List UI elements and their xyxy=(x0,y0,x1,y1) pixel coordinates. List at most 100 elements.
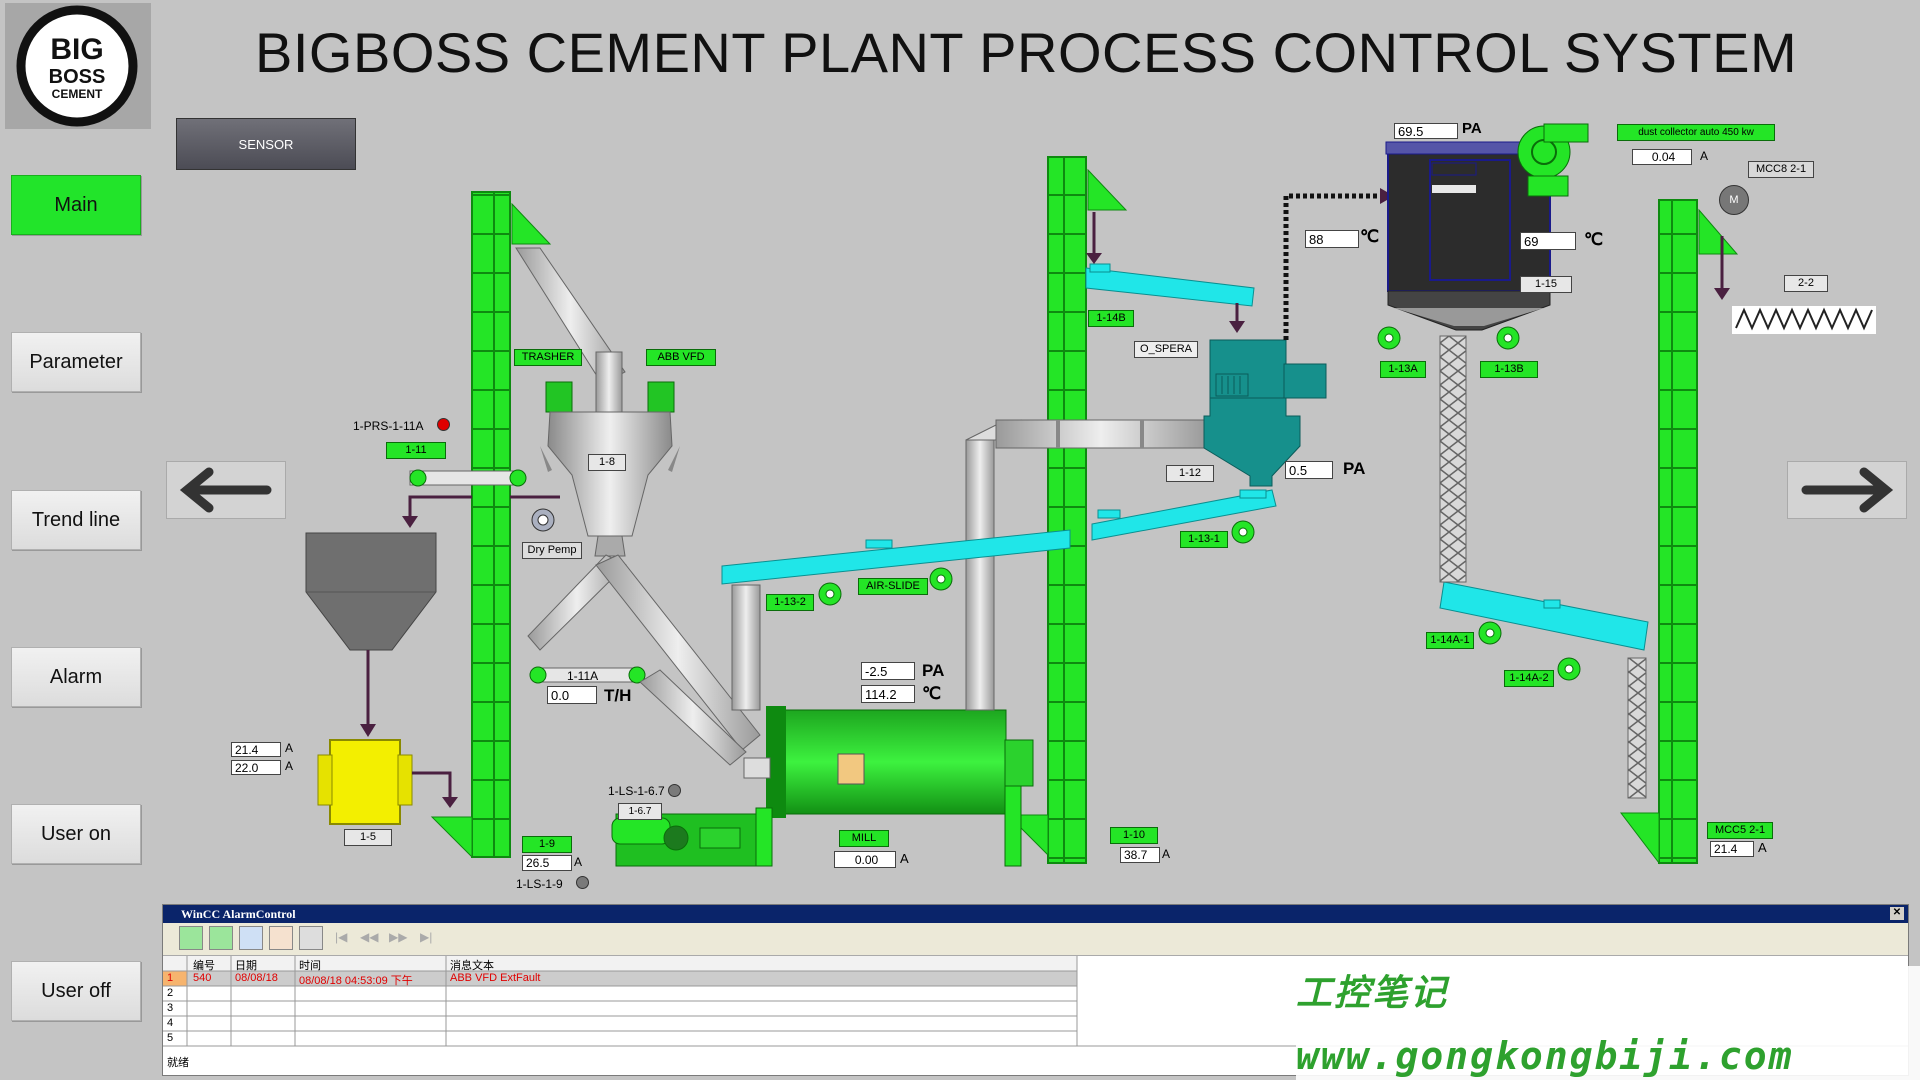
logo-text-cement: CEMENT xyxy=(52,87,103,101)
fan-1-14a-1-tag[interactable]: 1-14A-1 xyxy=(1426,632,1474,649)
pressure-switch-label: 1-PRS-1-11A xyxy=(353,419,424,433)
nav-main-button[interactable]: Main xyxy=(11,175,141,235)
motor-m-icon[interactable]: M xyxy=(1719,185,1749,215)
conveyor-1-11a-label: 1-11A xyxy=(567,669,599,683)
nav-user-off-button[interactable]: User off xyxy=(11,961,141,1021)
mill-tag[interactable]: MILL xyxy=(839,830,889,847)
mill-current-unit: A xyxy=(900,851,909,866)
separator-1-12-tag[interactable]: 1-12 xyxy=(1166,465,1214,482)
o-sepa-tag[interactable]: O_SPERA xyxy=(1134,341,1198,358)
feeder-current-2: 22.0 xyxy=(231,760,281,775)
last-page-icon[interactable]: ▶| xyxy=(420,930,433,944)
checklist-icon[interactable] xyxy=(269,926,293,950)
mcc8-tag[interactable]: MCC8 2-1 xyxy=(1748,161,1814,178)
conveyor-1-11-tag[interactable]: 1-11 xyxy=(386,442,446,459)
airslide-1-13-1-tag[interactable]: 1-13-1 xyxy=(1180,531,1228,548)
dust-pressure-value: 69.5 xyxy=(1394,123,1458,139)
limit-switch-1-9-indicator xyxy=(576,876,589,889)
next-page-button[interactable] xyxy=(1787,461,1907,519)
watermark-cn: 工控笔记 xyxy=(1296,972,1449,1013)
separator-pressure-value: 0.5 xyxy=(1285,461,1333,479)
dust-collector-auto-tag[interactable]: dust collector auto 450 kw xyxy=(1617,124,1775,141)
dust-collector-current: 0.04 xyxy=(1632,149,1692,165)
airslide-1-14b-tag[interactable]: 1-14B xyxy=(1088,310,1134,327)
logo-text-boss: BOSS xyxy=(49,66,106,88)
page-title: BIGBOSS CEMENT PLANT PROCESS CONTROL SYS… xyxy=(255,21,1798,84)
dust-pressure-unit: PA xyxy=(1462,120,1482,137)
feed-rate-unit: T/H xyxy=(604,686,632,705)
limit-switch-1-6-7-label: 1-LS-1-6.7 xyxy=(608,784,665,798)
bucket-elevator-1-10 xyxy=(1047,156,1087,864)
bucket-elevator-2-1 xyxy=(1658,199,1698,864)
acknowledge-all-icon[interactable] xyxy=(209,926,233,950)
mill-temp-unit: ℃ xyxy=(922,684,942,703)
report-icon[interactable] xyxy=(239,926,263,950)
dust-collector-1-15-tag[interactable]: 1-15 xyxy=(1520,276,1572,293)
feeder-current-2-unit: A xyxy=(285,759,294,773)
alarm-row-time: 08/08/18 04:53:09 下午 xyxy=(299,975,413,987)
nav-parameter-button[interactable]: Parameter xyxy=(11,332,141,392)
fan-1-13b-tag[interactable]: 1-13B xyxy=(1480,361,1538,378)
alarm-row-no: 540 xyxy=(193,972,212,984)
mill-pressure-unit: PA xyxy=(922,661,945,680)
nav-trend-line-button[interactable]: Trend line xyxy=(11,490,141,550)
dust-collector-1-15 xyxy=(1387,144,1551,292)
acknowledge-icon[interactable] xyxy=(179,926,203,950)
fan-1-14a-2-tag[interactable]: 1-14A-2 xyxy=(1504,670,1554,687)
alarm-header-date: 日期 xyxy=(235,960,257,972)
dry-pemp-tag[interactable]: Dry Pemp xyxy=(522,542,582,559)
mcc5-current-unit: A xyxy=(1758,840,1767,855)
airslide-1-13-2-tag[interactable]: 1-13-2 xyxy=(766,594,814,611)
elevator-1-9-current: 26.5 xyxy=(522,855,572,871)
company-logo: BIG BOSS CEMENT xyxy=(5,3,151,129)
alarm-row-index: 3 xyxy=(167,1002,174,1014)
alarm-header-message: 消息文本 xyxy=(450,960,494,972)
prev-page-icon[interactable]: ◀◀ xyxy=(360,930,379,944)
pressure-switch-alarm-indicator xyxy=(437,418,450,431)
elevator-1-10-current: 38.7 xyxy=(1120,847,1160,863)
close-icon[interactable]: ✕ xyxy=(1890,907,1904,920)
weigh-feeder-1-5 xyxy=(329,739,401,825)
crusher-1-8-tag[interactable]: 1-8 xyxy=(588,454,626,471)
ball-mill xyxy=(769,709,1007,815)
sensor-button[interactable]: SENSOR xyxy=(176,118,356,170)
alarm-row-index: 4 xyxy=(167,1017,174,1029)
arrow-left-icon xyxy=(179,467,272,513)
air-slide-tag[interactable]: AIR-SLIDE xyxy=(858,578,928,595)
limit-switch-1-9-label: 1-LS-1-9 xyxy=(516,877,563,891)
arrow-right-icon xyxy=(1801,467,1894,513)
duct-temp-unit: ℃ xyxy=(1360,227,1380,246)
mcc5-tag[interactable]: MCC5 2-1 xyxy=(1707,822,1773,839)
limit-switch-1-6-7-indicator xyxy=(668,784,681,797)
alarm-row-index: 5 xyxy=(167,1032,174,1044)
feed-rate-value: 0.0 xyxy=(547,686,597,704)
logo-text-big: BIG xyxy=(50,33,103,66)
print-icon[interactable] xyxy=(299,926,323,950)
alarm-control-titlebar: WinCC AlarmControl ✕ xyxy=(163,905,1908,923)
nav-user-on-button[interactable]: User on xyxy=(11,804,141,864)
nav-alarm-button[interactable]: Alarm xyxy=(11,647,141,707)
abb-vfd-tag[interactable]: ABB VFD xyxy=(646,349,716,366)
motor-1-6-7-tag[interactable]: 1-6.7 xyxy=(618,803,662,820)
elevator-1-10-unit: A xyxy=(1162,847,1171,861)
alarm-row-message: ABB VFD ExtFault xyxy=(450,972,541,984)
elevator-1-9-tag[interactable]: 1-9 xyxy=(522,836,572,853)
previous-page-button[interactable] xyxy=(166,461,286,519)
chain-conveyor xyxy=(1439,335,1467,583)
elevator-1-10-tag[interactable]: 1-10 xyxy=(1110,827,1158,844)
alarm-row-index: 2 xyxy=(167,987,174,999)
next-page-icon[interactable]: ▶▶ xyxy=(389,930,408,944)
trasher-tag[interactable]: TRASHER xyxy=(514,349,582,366)
screw-2-2-tag[interactable]: 2-2 xyxy=(1784,275,1828,292)
dust-collector-current-unit: A xyxy=(1700,149,1709,163)
elevator-1-9-unit: A xyxy=(574,855,583,869)
dryer-crusher-1-8 xyxy=(547,411,673,537)
watermark-box xyxy=(1296,966,1920,1080)
alarm-control-title: WinCC AlarmControl xyxy=(181,907,296,921)
feeder-1-5-tag[interactable]: 1-5 xyxy=(344,829,392,846)
first-page-icon[interactable]: |◀ xyxy=(335,930,348,944)
alarm-row-index: 1 xyxy=(167,972,174,984)
fan-1-13a-tag[interactable]: 1-13A xyxy=(1380,361,1426,378)
feeder-current-1-unit: A xyxy=(285,741,294,755)
